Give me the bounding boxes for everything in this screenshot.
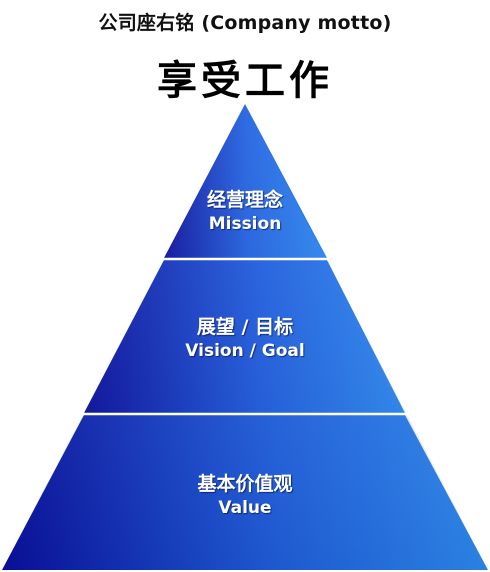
tier-label-cn: 展望 / 目标 bbox=[196, 316, 294, 338]
tier-label-en: Mission bbox=[208, 214, 282, 234]
tier-label-en: Vision / Goal bbox=[185, 341, 305, 361]
tier-label-cn: 经营理念 bbox=[206, 189, 283, 211]
tier-label-en: Value bbox=[218, 498, 272, 518]
pyramid-shading bbox=[2, 104, 488, 570]
tier-label-value: 基本价值观 Value bbox=[0, 472, 490, 520]
tier-label-vision: 展望 / 目标 Vision / Goal bbox=[0, 315, 490, 363]
tier-label-cn: 基本价值观 bbox=[197, 473, 293, 495]
company-motto: 享受工作 bbox=[157, 58, 333, 104]
header-subtitle: 公司座右铭 (Company motto) bbox=[98, 12, 392, 34]
tier-label-mission: 经营理念 Mission bbox=[0, 188, 490, 236]
